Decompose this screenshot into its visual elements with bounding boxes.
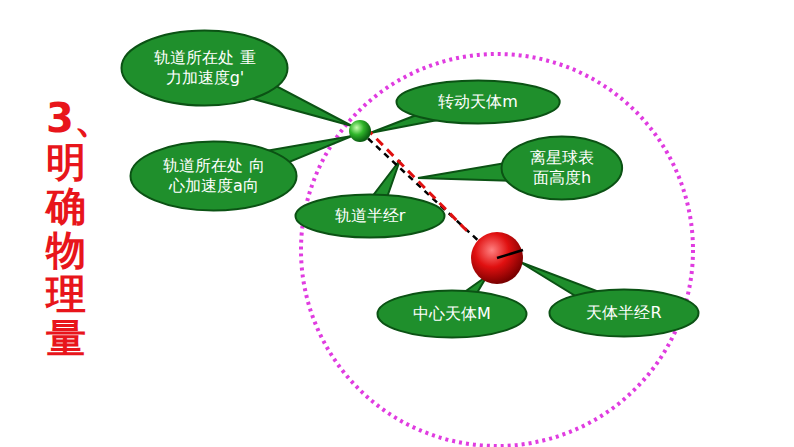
callout-text: 天体半经R [574,303,674,323]
callout-bubble: 中心天体M [376,289,528,339]
callout-text: 转动天体m [423,92,533,112]
body-radius [497,250,523,258]
callout-bubble: 转动天体m [395,79,561,125]
central-body [471,232,523,284]
callout-bubble: 天体半经R [548,288,700,338]
callout-text: 轨道所在处 向心加速度a向 [158,156,270,196]
callout-bubble: 轨道所在处 重力加速度g' [120,29,289,107]
callout-text: 离星球表 面高度h [522,148,602,188]
callout-bubble: 轨道所在处 向心加速度a向 [129,140,298,212]
callout-text: 轨道半经r [320,206,420,226]
callout-bubble: 离星球表 面高度h [500,135,624,201]
callout-text: 轨道所在处 重力加速度g' [149,48,261,88]
vertical-heading: 3、明确物理量 [46,96,86,360]
callout-bubble: 轨道半经r [294,193,446,239]
orbit [301,54,693,446]
callout-text: 中心天体M [402,304,502,324]
orbiting-body [349,120,371,142]
